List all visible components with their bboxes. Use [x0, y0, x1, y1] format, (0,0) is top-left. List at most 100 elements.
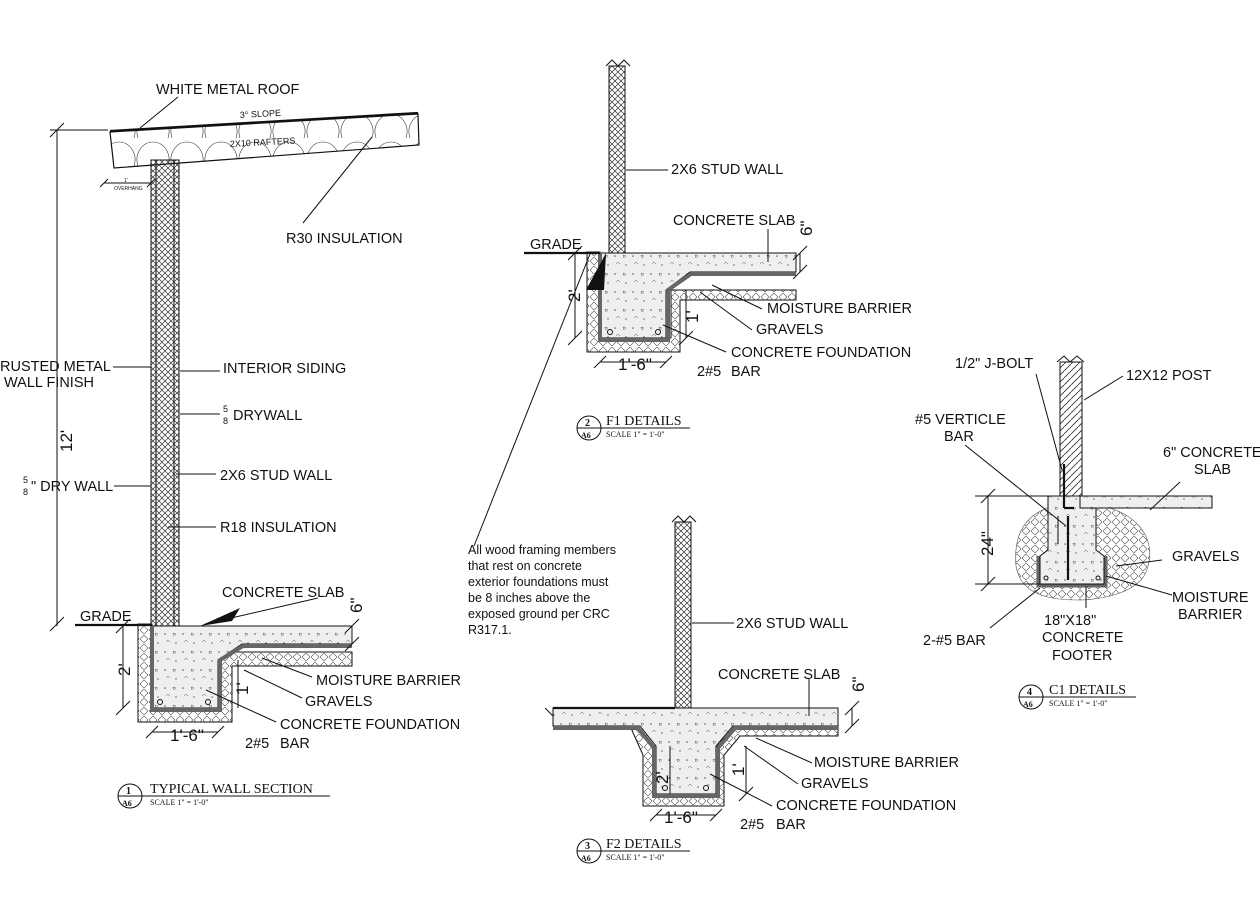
- label-grade: GRADE: [80, 609, 132, 625]
- title-block-4: 4 A6 C1 DETAILS SCALE 1" = 1'-0": [1018, 683, 1136, 710]
- label-c1-slab-2: SLAB: [1194, 462, 1231, 478]
- label-bar-count-f2: 2#5: [740, 817, 764, 833]
- label-post: 12X12 POST: [1126, 368, 1212, 384]
- c1-footer: [1039, 495, 1105, 585]
- label-stud-wall-f1: 2X6 STUD WALL: [671, 162, 783, 178]
- title-sheet: A6: [581, 854, 591, 863]
- label-vertical-bar: #5 VERTICLE: [915, 412, 1006, 428]
- label-fraction-num: 5: [23, 475, 28, 485]
- label-c1-bar: 2-#5 BAR: [923, 633, 986, 649]
- label-bar-count: 2#5: [245, 736, 269, 752]
- label-bar: BAR: [280, 736, 310, 752]
- dim-1: 1': [233, 682, 252, 695]
- title-sheet: A6: [581, 431, 591, 440]
- stud-wall-f2: [674, 521, 692, 709]
- title-scale: SCALE 1" = 1'-0": [1049, 699, 1107, 708]
- detail-f2: [544, 515, 860, 822]
- label-stud-wall: 2X6 STUD WALL: [220, 468, 332, 484]
- dim-6-f2: 6": [849, 677, 868, 693]
- dim-1-f1: 1': [683, 310, 702, 323]
- label-overhang-value: 1': [124, 178, 128, 184]
- dim-24: 24": [978, 531, 997, 556]
- dim-1-6: 1'-6": [170, 726, 204, 745]
- title-name: F1 DETAILS: [606, 414, 682, 429]
- dim-2: 2': [115, 663, 134, 676]
- title-name: F2 DETAILS: [606, 837, 682, 852]
- title-block-1: 1 A6 TYPICAL WALL SECTION SCALE 1" = 1'-…: [117, 782, 330, 809]
- title-name: TYPICAL WALL SECTION: [150, 782, 313, 797]
- label-c1-barrier: BARRIER: [1178, 607, 1242, 623]
- label-rusted-metal: RUSTED METAL: [0, 359, 111, 375]
- dim-1-6-f1: 1'-6": [618, 355, 652, 374]
- label-stud-wall-f2: 2X6 STUD WALL: [736, 616, 848, 632]
- label-grade-f1: GRADE: [530, 237, 582, 253]
- label-r18-insulation: R18 INSULATION: [220, 520, 337, 536]
- label-concrete-foundation-f2: CONCRETE FOUNDATION: [776, 798, 956, 814]
- moisture-barrier: [150, 626, 352, 712]
- label-dry-wall: " DRY WALL: [31, 479, 113, 495]
- label-rafters: 2X10 RAFTERS: [230, 136, 296, 149]
- note-line: be 8 inches above the: [468, 591, 590, 605]
- label-bar-f2: BAR: [776, 817, 806, 833]
- framing-note: All wood framing members that rest on co…: [468, 543, 616, 637]
- label-j-bolt: 1/2" J-BOLT: [955, 356, 1033, 372]
- label-wall-finish: WALL FINISH: [4, 375, 94, 391]
- label-c1-moisture: MOISTURE: [1172, 590, 1249, 606]
- detail-c1: [964, 355, 1213, 629]
- label-concrete-slab: CONCRETE SLAB: [222, 585, 344, 601]
- label-concrete-foundation-f1: CONCRETE FOUNDATION: [731, 345, 911, 361]
- label-overhang: OVERHANG: [114, 186, 143, 192]
- label-moisture-barrier: MOISTURE BARRIER: [316, 673, 461, 689]
- title-block-2: 2 A6 F1 DETAILS SCALE 1" = 1'-0": [576, 414, 690, 441]
- label-slope: 3° SLOPE: [240, 108, 282, 120]
- note-line: exposed ground per CRC: [468, 607, 610, 621]
- dim-2-f1: 2': [565, 289, 584, 302]
- note-line: exterior foundations must: [468, 575, 609, 589]
- label-gravels-f1: GRAVELS: [756, 322, 823, 338]
- label-c1-slab: 6" CONCRETE: [1163, 445, 1260, 461]
- detail-typical-wall-section: [49, 96, 591, 739]
- label-footer-concrete: CONCRETE: [1042, 630, 1124, 646]
- note-line: R317.1.: [468, 623, 512, 637]
- title-sheet: A6: [122, 799, 132, 808]
- dim-1-f2: 1': [729, 763, 748, 776]
- label-gravels-f2: GRAVELS: [801, 776, 868, 792]
- label-drywall: DRYWALL: [233, 408, 302, 424]
- note-line: All wood framing members: [468, 543, 616, 557]
- dim-1-6-f2: 1'-6": [664, 808, 698, 827]
- label-fraction-den: 8: [23, 487, 28, 497]
- label-c1-gravels: GRAVELS: [1172, 549, 1239, 565]
- label-gravels: GRAVELS: [305, 694, 372, 710]
- title-name: C1 DETAILS: [1049, 683, 1126, 698]
- label-vertical-bar-2: BAR: [944, 429, 974, 445]
- label-concrete-slab-f2: CONCRETE SLAB: [718, 667, 840, 683]
- label-bar-count-f1: 2#5: [697, 364, 721, 380]
- label-bar-f1: BAR: [731, 364, 761, 380]
- title-number: 2: [585, 418, 590, 429]
- note-line: that rest on concrete: [468, 559, 582, 573]
- stud-wall: [150, 159, 180, 627]
- label-concrete-foundation: CONCRETE FOUNDATION: [280, 717, 460, 733]
- dim-2-f2: 2': [653, 771, 672, 784]
- detail-f1: [524, 59, 808, 369]
- dim-6-f1: 6": [797, 221, 816, 237]
- label-white-metal-roof: WHITE METAL ROOF: [156, 82, 300, 98]
- stud-wall-f1: [608, 65, 626, 254]
- title-number: 4: [1027, 687, 1032, 698]
- label-concrete-slab-f1: CONCRETE SLAB: [673, 213, 795, 229]
- label-moisture-barrier-f1: MOISTURE BARRIER: [767, 301, 912, 317]
- title-sheet: A6: [1023, 700, 1033, 709]
- dim-6: 6": [347, 598, 366, 614]
- label-fraction-den: 8: [223, 416, 228, 426]
- title-number: 1: [126, 786, 131, 797]
- title-block-3: 3 A6 F2 DETAILS SCALE 1" = 1'-0": [576, 837, 690, 864]
- label-moisture-barrier-f2: MOISTURE BARRIER: [814, 755, 959, 771]
- label-footer: FOOTER: [1052, 648, 1112, 664]
- title-scale: SCALE 1" = 1'-0": [606, 430, 664, 439]
- dim-12: 12': [57, 430, 76, 452]
- title-number: 3: [585, 841, 590, 852]
- title-scale: SCALE 1" = 1'-0": [150, 798, 208, 807]
- label-footer-size: 18"X18": [1044, 613, 1096, 629]
- label-fraction-num: 5: [223, 404, 228, 414]
